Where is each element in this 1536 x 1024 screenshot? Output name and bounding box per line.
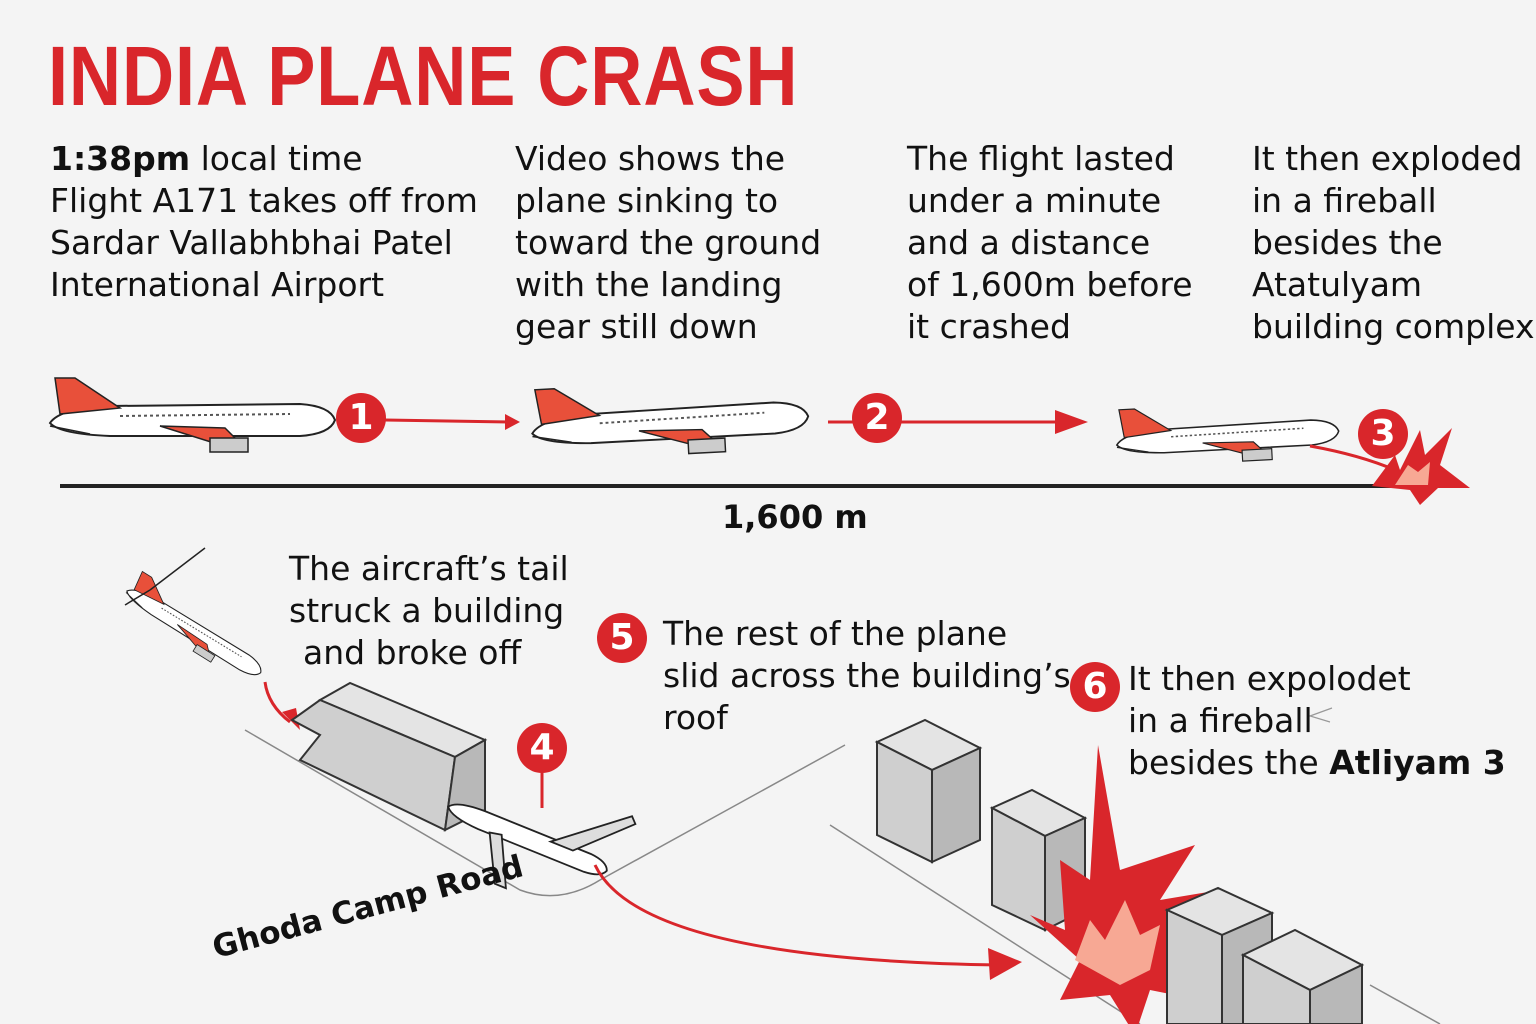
step-1-text: 1:38pm local time Flight A171 takes off … bbox=[50, 138, 478, 306]
takeoff-time: 1:38pm bbox=[50, 139, 191, 178]
building-name: Atliyam 3 bbox=[1329, 743, 1506, 782]
text-line: gear still down bbox=[515, 307, 758, 346]
text-line: in a fireball bbox=[1128, 701, 1313, 740]
text-line: struck a building bbox=[289, 591, 565, 630]
marker-3: 3 bbox=[1358, 409, 1408, 459]
slide-arrow bbox=[593, 864, 1001, 967]
pointer-arrow-icon bbox=[1308, 707, 1333, 723]
step-3-text: The flight lasted under a minute and a d… bbox=[907, 138, 1193, 348]
text-line: The rest of the plane bbox=[663, 614, 1008, 653]
text-line: in a fireball bbox=[1252, 181, 1437, 220]
text-line: slid across the building’s bbox=[663, 656, 1071, 695]
text-line: plane sinking to bbox=[515, 181, 779, 220]
step-4-text: It then exploded in a fireball besides t… bbox=[1252, 138, 1535, 348]
motion-arrow-icon bbox=[149, 547, 206, 591]
plane-sliding-icon bbox=[447, 803, 637, 890]
building-complex bbox=[874, 718, 1088, 932]
plane-descending-icon bbox=[1114, 397, 1341, 469]
text-line: besides the bbox=[1252, 223, 1443, 262]
explosion-small-icon bbox=[1372, 428, 1470, 505]
text-line: building complex bbox=[1252, 307, 1535, 346]
page-title: INDIA PLANE CRASH bbox=[48, 29, 799, 123]
text-line: and a distance bbox=[907, 223, 1151, 262]
text-line: of 1,600m before bbox=[907, 265, 1193, 304]
text-line: The flight lasted bbox=[907, 139, 1175, 178]
text-line: International Airport bbox=[50, 265, 385, 304]
tail-arrow bbox=[263, 681, 291, 724]
text-line: under a minute bbox=[907, 181, 1162, 220]
step-5-text: The rest of the plane slid across the bu… bbox=[663, 613, 1071, 739]
plane-takeoff-icon bbox=[49, 377, 336, 453]
text-line: Sardar Vallabhbhai Patel bbox=[50, 223, 453, 262]
tail-text: The aircraft’s tail struck a building an… bbox=[289, 548, 569, 674]
text-line: toward the ground bbox=[515, 223, 822, 262]
marker-5: 5 bbox=[597, 613, 647, 663]
arrow-1 bbox=[384, 414, 520, 430]
step-2-text: Video shows the plane sinking to toward … bbox=[515, 138, 821, 348]
distance-label: 1,600 m bbox=[722, 498, 868, 536]
text-line: It then exploded bbox=[1252, 139, 1523, 178]
text-line: with the landing bbox=[515, 265, 783, 304]
text-line: Flight A171 takes off from bbox=[50, 181, 478, 220]
text-line: It then expolodet bbox=[1128, 659, 1411, 698]
text-line: Atatulyam bbox=[1252, 265, 1423, 304]
building-atliyam bbox=[1164, 886, 1365, 1024]
marker-1: 1 bbox=[336, 393, 386, 443]
marker-2: 2 bbox=[852, 393, 902, 443]
text-line: The aircraft’s tail bbox=[289, 549, 569, 588]
text-line: local time bbox=[200, 139, 363, 178]
text-line: it crashed bbox=[907, 307, 1071, 346]
text-line: Video shows the bbox=[515, 139, 786, 178]
text-line: and broke off bbox=[303, 633, 522, 672]
marker-6: 6 bbox=[1070, 662, 1120, 712]
plane-sinking-icon bbox=[529, 374, 811, 463]
plane-tail-strike-icon bbox=[117, 569, 274, 689]
step-6-text: It then expolodet in a fireball besides … bbox=[1128, 658, 1506, 784]
text-line: roof bbox=[663, 698, 728, 737]
text-line: besides the bbox=[1128, 743, 1330, 782]
marker-4: 4 bbox=[517, 723, 567, 773]
